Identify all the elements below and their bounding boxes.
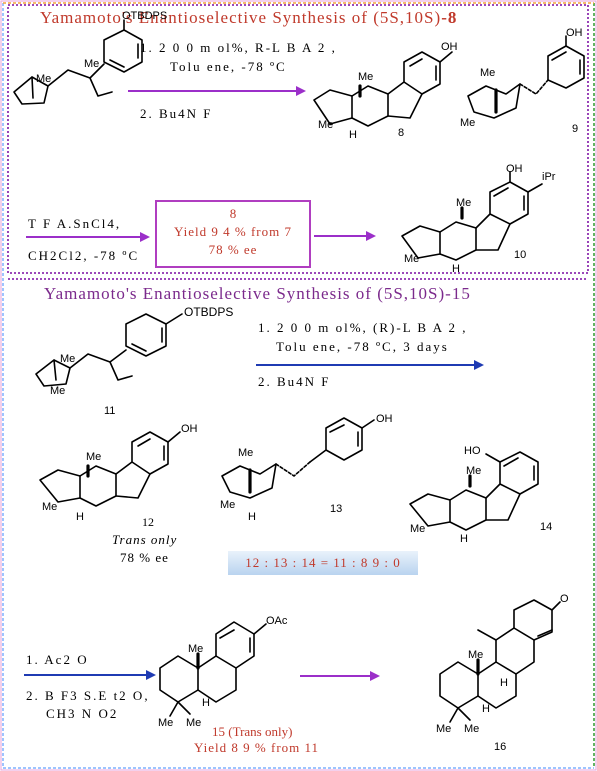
svg-text:Me: Me [60, 353, 75, 365]
svg-text:Me: Me [410, 523, 425, 535]
compound-12: OH Me Me H [39, 423, 198, 523]
s2-step1-condition-3: 2. Bu4N F [258, 374, 331, 389]
yield-box-line2: Yield 9 4 % from 7 [173, 224, 292, 239]
compound-8: OH Me Me H 8 [313, 41, 458, 141]
svg-text:H: H [460, 533, 468, 545]
svg-text:Me: Me [42, 501, 57, 513]
svg-text:OH: OH [566, 27, 583, 39]
svg-text:H: H [349, 129, 357, 141]
svg-text:H: H [482, 703, 490, 715]
yield-box [155, 200, 311, 268]
svg-text:OH: OH [441, 41, 458, 53]
section2-title: Yamamoto's Enantioselective Synthesis of… [44, 284, 471, 303]
svg-text:9: 9 [572, 123, 578, 135]
section2-drawings: OTBDPS Me Me 11 OH Me Me H OH Me Me H 13 [24, 305, 569, 753]
svg-text:OH: OH [506, 163, 523, 175]
svg-text:Me: Me [36, 73, 51, 85]
svg-text:Me: Me [50, 385, 65, 397]
svg-text:H: H [500, 677, 508, 689]
svg-text:OH: OH [181, 423, 198, 435]
reaction-arrow-3 [314, 231, 376, 241]
s2-step2-condition-1: 1. Ac2 O [26, 652, 89, 667]
svg-text:Me: Me [358, 71, 373, 83]
yield-box-line3: 78 % ee [208, 242, 258, 257]
step2-condition-2: CH2Cl2, -78 ºC [28, 248, 140, 263]
svg-text:Me: Me [318, 119, 333, 131]
compound-13: OH Me Me H 13 [220, 413, 393, 523]
svg-text:Me: Me [220, 499, 235, 511]
label-12-ee: 78 % ee [120, 550, 169, 565]
svg-text:O: O [560, 593, 569, 605]
compound-9: OH Me Me 9 [460, 27, 585, 135]
step2-condition-1: T F A.SnCl4, [28, 216, 122, 231]
compound-e7: OTBDPS Me Me [13, 10, 167, 105]
svg-text:Me: Me [466, 465, 481, 477]
svg-text:13: 13 [330, 503, 342, 515]
svg-text:Me: Me [456, 197, 471, 209]
svg-text:8: 8 [398, 127, 404, 139]
svg-text:11: 11 [104, 405, 115, 417]
reaction-arrow-1 [128, 86, 306, 96]
svg-text:OH: OH [376, 413, 393, 425]
svg-text:Me: Me [464, 723, 479, 735]
section1-title: Yamamoto's Enantioselective Synthesis of… [40, 8, 458, 27]
compound-15: OAc Me Me Me H [158, 615, 288, 729]
label-15: 15 (Trans only) [212, 724, 293, 739]
step1-condition-3: 2. Bu4N F [140, 106, 213, 121]
svg-text:H: H [248, 511, 256, 523]
s2-step1-condition-2: Tolu ene, -78 ºC, 3 days [276, 339, 449, 354]
yield-box-line1: 8 [229, 206, 237, 221]
compound-10: OH iPr Me Me H 10 [401, 163, 556, 275]
label-12: 12 [142, 515, 154, 529]
reaction-arrow-2 [26, 232, 150, 242]
svg-text:iPr: iPr [542, 171, 556, 183]
svg-text:Me: Me [404, 253, 419, 265]
svg-text:OTBDPS: OTBDPS [122, 10, 167, 22]
svg-text:10: 10 [514, 249, 526, 261]
compound-16: O Me Me Me H H 16 [436, 593, 569, 753]
s2-reaction-arrow-1 [256, 360, 484, 370]
s2-step1-condition-1: 1. 2 0 0 m ol%, (R)-L B A 2 , [258, 320, 468, 335]
svg-text:Me: Me [188, 643, 203, 655]
svg-text:H: H [202, 697, 210, 709]
svg-text:H: H [452, 263, 460, 275]
svg-text:HO: HO [464, 445, 481, 457]
label-15-yield: Yield 8 9 % from 11 [194, 740, 320, 755]
svg-text:H: H [76, 511, 84, 523]
section1-drawings: OTBDPS Me Me OH Me Me H 8 OH Me Me 9 [13, 10, 585, 275]
svg-text:OAc: OAc [266, 615, 288, 627]
svg-text:Me: Me [460, 117, 475, 129]
svg-text:Me: Me [238, 447, 253, 459]
s2-reaction-arrow-3 [300, 671, 380, 681]
s2-step2-condition-2: 2. B F3 S.E t2 O, [26, 688, 150, 703]
svg-text:OTBDPS: OTBDPS [184, 305, 233, 319]
svg-text:Me: Me [186, 717, 201, 729]
svg-text:16: 16 [494, 741, 506, 753]
label-12-trans: Trans only [112, 532, 178, 547]
s2-reaction-arrow-2 [24, 670, 156, 680]
svg-text:Me: Me [158, 717, 173, 729]
s2-step2-condition-3: CH3 N O2 [46, 706, 119, 721]
compound-11: OTBDPS Me Me 11 [35, 305, 233, 417]
compound-14: HO Me Me H 14 [409, 445, 552, 545]
svg-text:14: 14 [540, 521, 552, 533]
svg-text:Me: Me [480, 67, 495, 79]
svg-text:Me: Me [436, 723, 451, 735]
svg-text:Me: Me [468, 649, 483, 661]
product-ratio-bar: 12 : 13 : 14 = 11 : 8 9 : 0 [228, 551, 418, 575]
step1-condition-2: Tolu ene, -78 ºC [170, 59, 287, 74]
step1-condition-1: 1. 2 0 0 m ol%, R-L B A 2 , [140, 40, 337, 55]
svg-text:Me: Me [84, 58, 99, 70]
svg-text:Me: Me [86, 451, 101, 463]
